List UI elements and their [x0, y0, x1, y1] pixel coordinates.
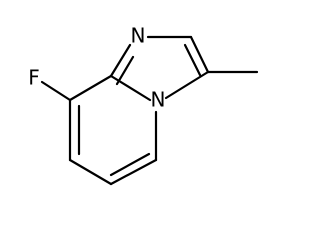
bond-c8-f	[40, 80, 72, 102]
molecule-structure: F N N	[28, 24, 259, 186]
bond-c3-n4	[164, 70, 210, 100]
bond-c8a-n4	[109, 74, 152, 102]
bond-c8a-n1	[109, 43, 132, 78]
bond-c2-c3-inner	[183, 43, 202, 77]
atom-label-fluorine: F	[28, 66, 40, 90]
atom-label-imidazole-nitrogen: N	[131, 24, 146, 48]
structure-canvas: F N N	[28, 24, 259, 186]
atom-label-bridgehead-nitrogen: N	[151, 88, 166, 112]
bond-c6-c5	[109, 158, 158, 186]
bond-c7-c6	[68, 158, 113, 186]
bond-c6-c5-inner	[109, 152, 151, 177]
bond-c8-c8a	[68, 74, 113, 102]
bond-c8a-n1-double	[115, 55, 135, 86]
bond-c2-c3	[189, 35, 210, 74]
